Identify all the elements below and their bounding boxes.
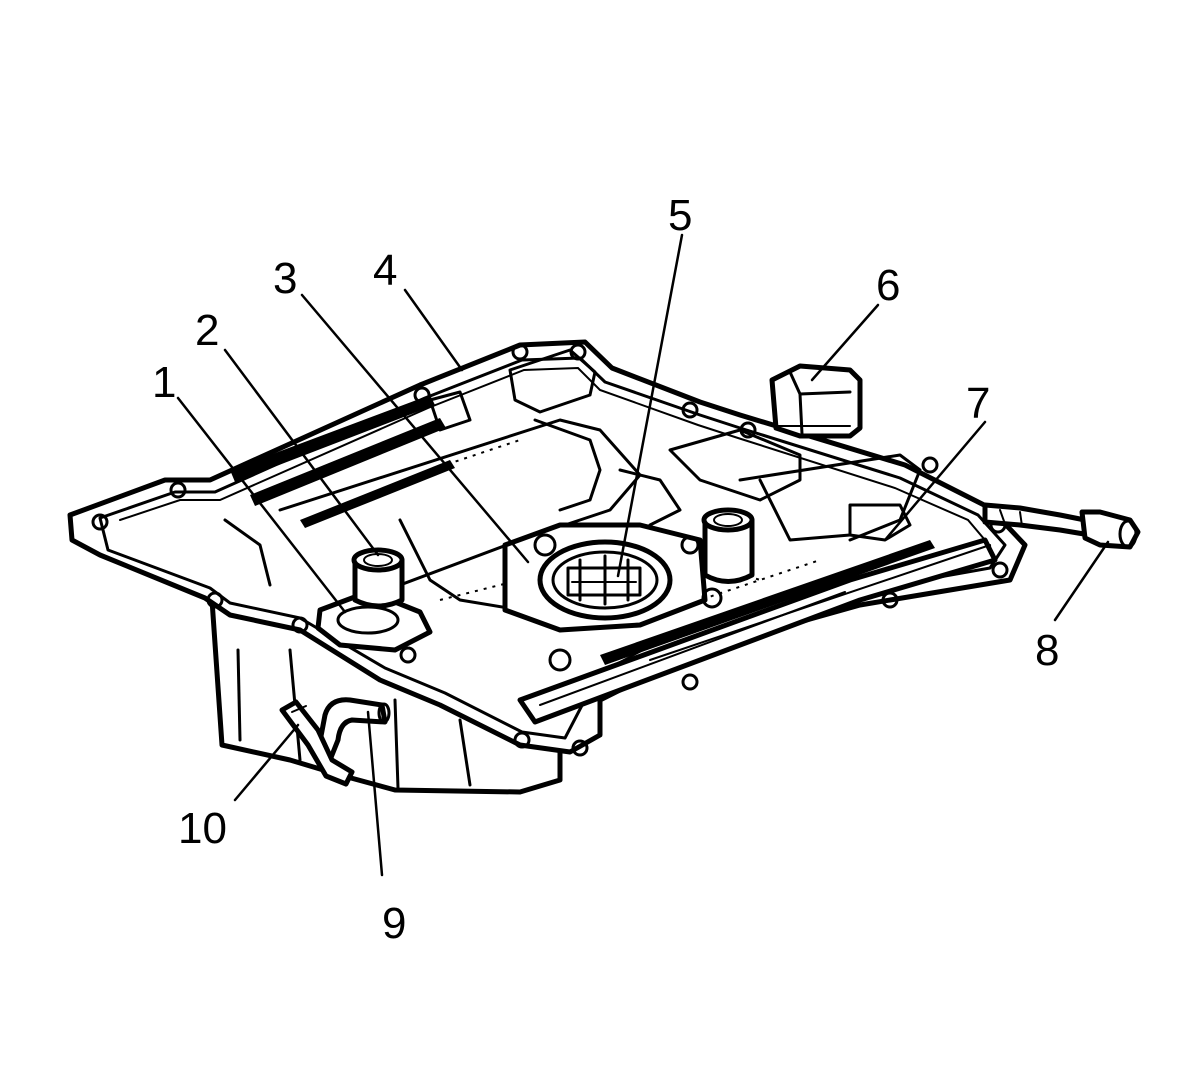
sensor-10 [279,699,355,787]
front-rail [517,537,998,725]
callout-8: 8 [1035,626,1059,675]
callout-10: 10 [178,804,227,853]
callout-2: 2 [195,306,219,355]
boss-right [701,507,755,609]
leader-7 [883,420,987,542]
leader-6 [810,303,880,382]
hose-8 [982,502,1141,550]
leader-2 [223,348,380,557]
leader-1 [176,396,347,614]
callout-5: 5 [668,191,692,240]
callout-9: 9 [382,899,406,948]
leader-lines [176,233,1110,877]
callout-4: 4 [373,246,397,295]
leader-5 [616,233,684,578]
leader-3 [300,293,530,564]
frame-7 [758,478,912,542]
callout-6: 6 [876,261,900,310]
callout-1: 1 [152,358,176,407]
callout-labels: 1 2 3 4 5 6 7 8 9 10 [152,191,1059,948]
callout-7: 7 [966,379,990,428]
leader-4 [403,288,464,372]
pickup-screen-5 [566,554,642,606]
rear-rails [230,395,935,665]
leader-10 [233,723,300,802]
cap-6 [769,363,863,439]
leader-8 [1053,540,1110,622]
leader-9 [366,710,384,877]
boss-2 [351,547,405,609]
callout-3: 3 [273,254,297,303]
